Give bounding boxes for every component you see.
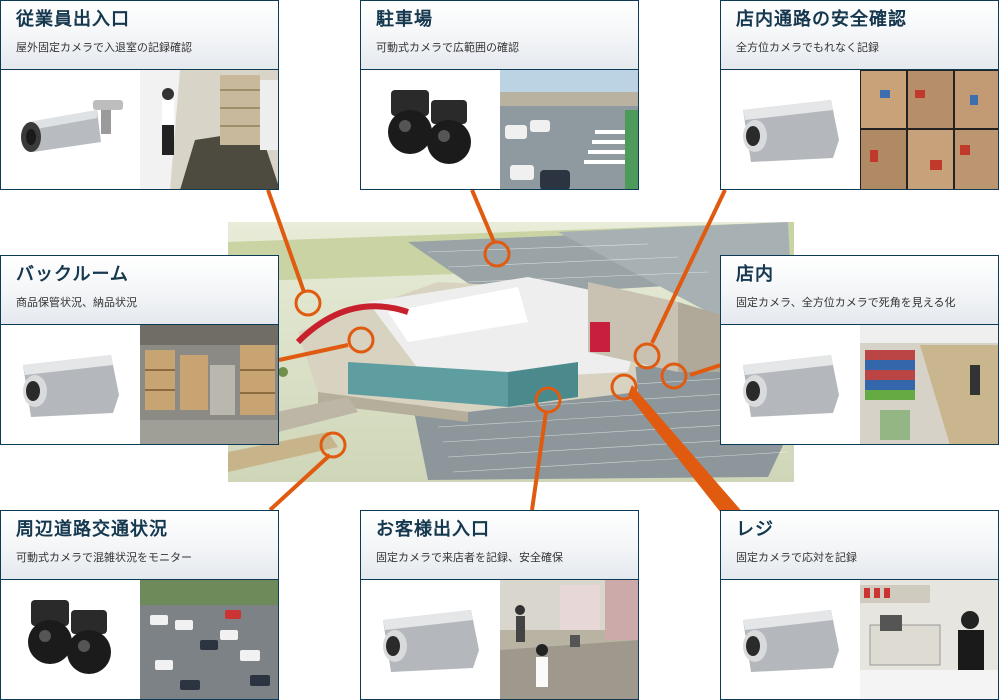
callout-parking[interactable]: 駐車場 可動式カメラで広範囲の確認 — [360, 0, 639, 190]
card-subtitle: 固定カメラで応対を記録 — [736, 551, 857, 564]
card-title: レジ — [736, 519, 774, 540]
card-header: お客様出入口 固定カメラで来店者を記録、安全確保 — [361, 511, 638, 580]
callout-backroom[interactable]: バックルーム 商品保管状況、納品状況 — [0, 255, 279, 445]
dome-camera-icon — [361, 70, 499, 189]
card-header: 従業員出入口 屋外固定カメラで入退室の記録確認 — [1, 1, 278, 70]
backroom-photo — [140, 325, 278, 444]
card-title: 従業員出入口 — [16, 9, 130, 30]
card-subtitle: 屋外固定カメラで入退室の記録確認 — [16, 41, 192, 54]
box-camera-icon — [361, 580, 499, 699]
store-interior-photo — [860, 325, 998, 444]
card-subtitle: 可動式カメラで混雑状況をモニター — [16, 551, 192, 564]
card-title: 周辺道路交通状況 — [16, 519, 168, 540]
box-camera-icon — [721, 325, 859, 444]
card-title: 店内 — [736, 264, 774, 285]
box-camera-icon — [721, 70, 859, 189]
store-aisle-multiview-photo — [860, 70, 998, 189]
card-subtitle: 固定カメラ、全方位カメラで死角を見える化 — [736, 296, 956, 309]
card-subtitle: 全方位カメラでもれなく記録 — [736, 41, 879, 54]
callout-store-aisle[interactable]: 店内通路の安全確認 全方位カメラでもれなく記録 — [720, 0, 999, 190]
card-header: 駐車場 可動式カメラで広範囲の確認 — [361, 1, 638, 70]
callout-register[interactable]: レジ 固定カメラで応対を記録 — [720, 510, 999, 700]
road-traffic-photo — [140, 580, 278, 699]
card-header: 周辺道路交通状況 可動式カメラで混雑状況をモニター — [1, 511, 278, 580]
dome-camera-icon — [1, 580, 139, 699]
parking-lot-photo — [500, 70, 638, 189]
card-title: バックルーム — [16, 264, 129, 285]
box-camera-icon — [1, 325, 139, 444]
register-photo — [860, 580, 998, 699]
card-header: レジ 固定カメラで応対を記録 — [721, 511, 998, 580]
card-subtitle: 可動式カメラで広範囲の確認 — [376, 41, 519, 54]
card-title: 店内通路の安全確認 — [736, 9, 907, 30]
card-header: 店内 固定カメラ、全方位カメラで死角を見える化 — [721, 256, 998, 325]
callout-customer-entrance[interactable]: お客様出入口 固定カメラで来店者を記録、安全確保 — [360, 510, 639, 700]
callout-road-traffic[interactable]: 周辺道路交通状況 可動式カメラで混雑状況をモニター — [0, 510, 279, 700]
card-header: バックルーム 商品保管状況、納品状況 — [1, 256, 278, 325]
card-title: 駐車場 — [376, 9, 433, 30]
callout-employee-entrance[interactable]: 従業員出入口 屋外固定カメラで入退室の記録確認 — [0, 0, 279, 190]
bullet-camera-icon — [1, 70, 139, 189]
card-title: お客様出入口 — [376, 519, 490, 540]
card-header: 店内通路の安全確認 全方位カメラでもれなく記録 — [721, 1, 998, 70]
card-subtitle: 固定カメラで来店者を記録、安全確保 — [376, 551, 563, 564]
customer-entrance-photo — [500, 580, 638, 699]
callout-store-interior[interactable]: 店内 固定カメラ、全方位カメラで死角を見える化 — [720, 255, 999, 445]
shopping-mall-aerial-illustration — [228, 222, 794, 482]
employee-entrance-photo — [140, 70, 278, 189]
box-camera-icon — [721, 580, 859, 699]
card-subtitle: 商品保管状況、納品状況 — [16, 296, 137, 309]
